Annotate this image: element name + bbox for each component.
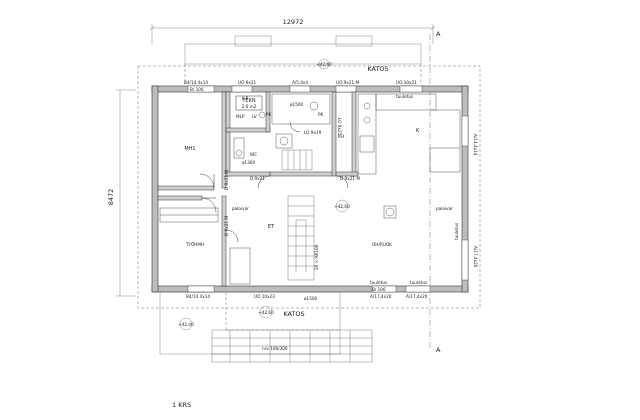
label-paloivar-right: paloivar xyxy=(436,206,453,211)
window-a17-right: A/17,4x20 xyxy=(406,294,428,299)
top-level-mark: +42,60 xyxy=(316,62,332,67)
window-a17-left: A/17,4x20 xyxy=(370,294,392,299)
section-line: A A xyxy=(429,30,441,354)
label-e1300: ø1300 xyxy=(242,160,256,165)
bottom-canopy-label: KATOS xyxy=(283,310,304,318)
room-k: K xyxy=(416,128,420,134)
door-uo-10x23: UO 10x23 xyxy=(254,294,275,299)
label-paloivar-left: paloivar xyxy=(232,206,249,211)
doors xyxy=(199,121,349,243)
kitchen-cabinets xyxy=(357,93,461,175)
door-lo-9x19: LO 9x19 xyxy=(304,130,322,135)
door-d-9x21: D 9x21 xyxy=(250,176,265,181)
stair-note: nrv 106/300 xyxy=(262,346,288,351)
label-e1500-bottom: ø1500 xyxy=(304,296,318,301)
door-d-9x21-m: D 9x21 M xyxy=(340,176,360,181)
label-e1500: ø1500 xyxy=(290,102,304,107)
label-lv: LV xyxy=(252,114,257,119)
bathroom-fixtures xyxy=(233,93,331,159)
vent-label-4: tuuletus xyxy=(454,223,459,240)
floor-label: 1 KRS xyxy=(172,401,191,409)
window-uo-top: UO 9x21 xyxy=(238,80,256,85)
window-b4-lower-label: B/ 106 xyxy=(372,287,386,292)
window-uo-10x21: UO 10x21 xyxy=(396,80,417,85)
staircase: 20 × AR100 xyxy=(281,149,319,281)
label-mlp: MLP xyxy=(236,114,245,119)
section-marker-top: A xyxy=(436,30,441,38)
room-kh: KH xyxy=(338,134,344,139)
vent-label-1: tuuletus xyxy=(396,94,413,99)
width-dimension-label: 12972 xyxy=(283,18,304,26)
depth-dimension-label: 8472 xyxy=(107,189,115,206)
room-tyohuone: TYÖHMH xyxy=(185,242,204,247)
door-lo-9x21: LO 9x21 xyxy=(337,118,342,136)
top-canopy: KATOS +42,60 xyxy=(184,35,422,82)
door-d-9x21-m-center: D 9x21 M xyxy=(224,216,229,236)
window-a14: A/14,4x14 xyxy=(473,134,478,156)
label-pk-2: PK xyxy=(266,112,272,117)
room-oh-ruok: OH/RUOK xyxy=(372,242,392,247)
window-b4-bottom: B4/14.4x14 xyxy=(186,294,210,299)
window-b4-top: B4/14.4x14 xyxy=(184,80,208,85)
depth-dimension: 8472 xyxy=(107,89,136,297)
top-canopy-label: KATOS xyxy=(367,65,388,73)
room-tekn: TEKN xyxy=(241,98,255,104)
room-mh1: MH1 xyxy=(184,146,195,152)
stair-level-mark: 20 × AR100 xyxy=(314,244,319,270)
vent-label-3: tuuletus xyxy=(410,280,427,285)
label-pk: PK xyxy=(318,112,324,117)
fireplace xyxy=(383,205,397,219)
room-et: ET xyxy=(268,224,275,230)
exterior-walls xyxy=(151,85,469,293)
label-ilp: ILP xyxy=(242,96,249,101)
width-dimension: 12972 xyxy=(149,18,436,44)
window-a17-side: A/17,4x20 xyxy=(473,246,478,268)
left-level-mark: +42,40 xyxy=(178,322,194,327)
center-level-mark: +42,60 xyxy=(334,204,350,209)
eave-outline xyxy=(137,65,481,309)
vent-label-2: tuuletus xyxy=(370,280,387,285)
interior-walls xyxy=(157,91,359,287)
door-d-9x21-m-left: D 9x21 M xyxy=(224,170,229,190)
wardrobes xyxy=(159,207,251,285)
window-a5: A/5,4x4 xyxy=(292,80,308,85)
room-wc: WC xyxy=(250,152,257,157)
room-tekn-area: 2,6 m2 xyxy=(242,104,257,109)
section-marker-bottom: A xyxy=(436,346,441,354)
entrance-steps: nrv 106/300 xyxy=(211,329,373,363)
window-uo-top-right: UO 9x21 M xyxy=(336,80,359,85)
bottom-level-mark: +42,60 xyxy=(258,310,274,315)
window-b4-upper-label: B/ 106 xyxy=(190,87,204,92)
